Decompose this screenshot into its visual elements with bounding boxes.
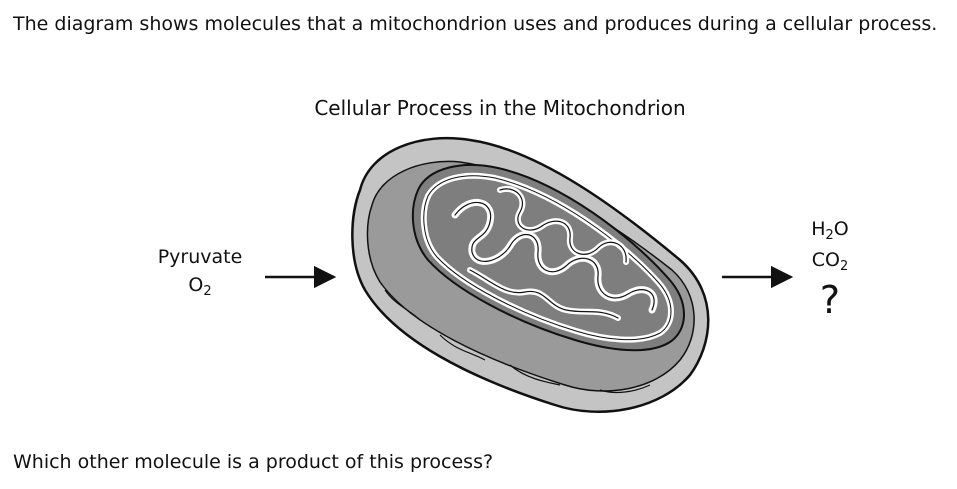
diagram-title: Cellular Process in the Mitochondrion — [314, 96, 686, 120]
mitochondrion-illustration — [351, 136, 710, 413]
inner-membrane-edge — [423, 175, 672, 341]
output-water: H2O — [811, 218, 849, 243]
output-molecules: H2O CO2 ? — [795, 214, 865, 322]
matrix-face — [411, 164, 685, 352]
unknown-product-mark: ? — [819, 278, 841, 322]
output-carbon-dioxide: CO2 — [811, 249, 849, 274]
lower-folds — [384, 289, 651, 394]
input-oxygen: O2 — [188, 274, 212, 299]
intro-text: The diagram shows molecules that a mitoc… — [13, 13, 938, 35]
question-text: Which other molecule is a product of thi… — [13, 451, 494, 473]
input-molecules: Pyruvate O2 — [130, 243, 270, 299]
input-pyruvate: Pyruvate — [157, 246, 243, 268]
cristae — [451, 185, 658, 321]
